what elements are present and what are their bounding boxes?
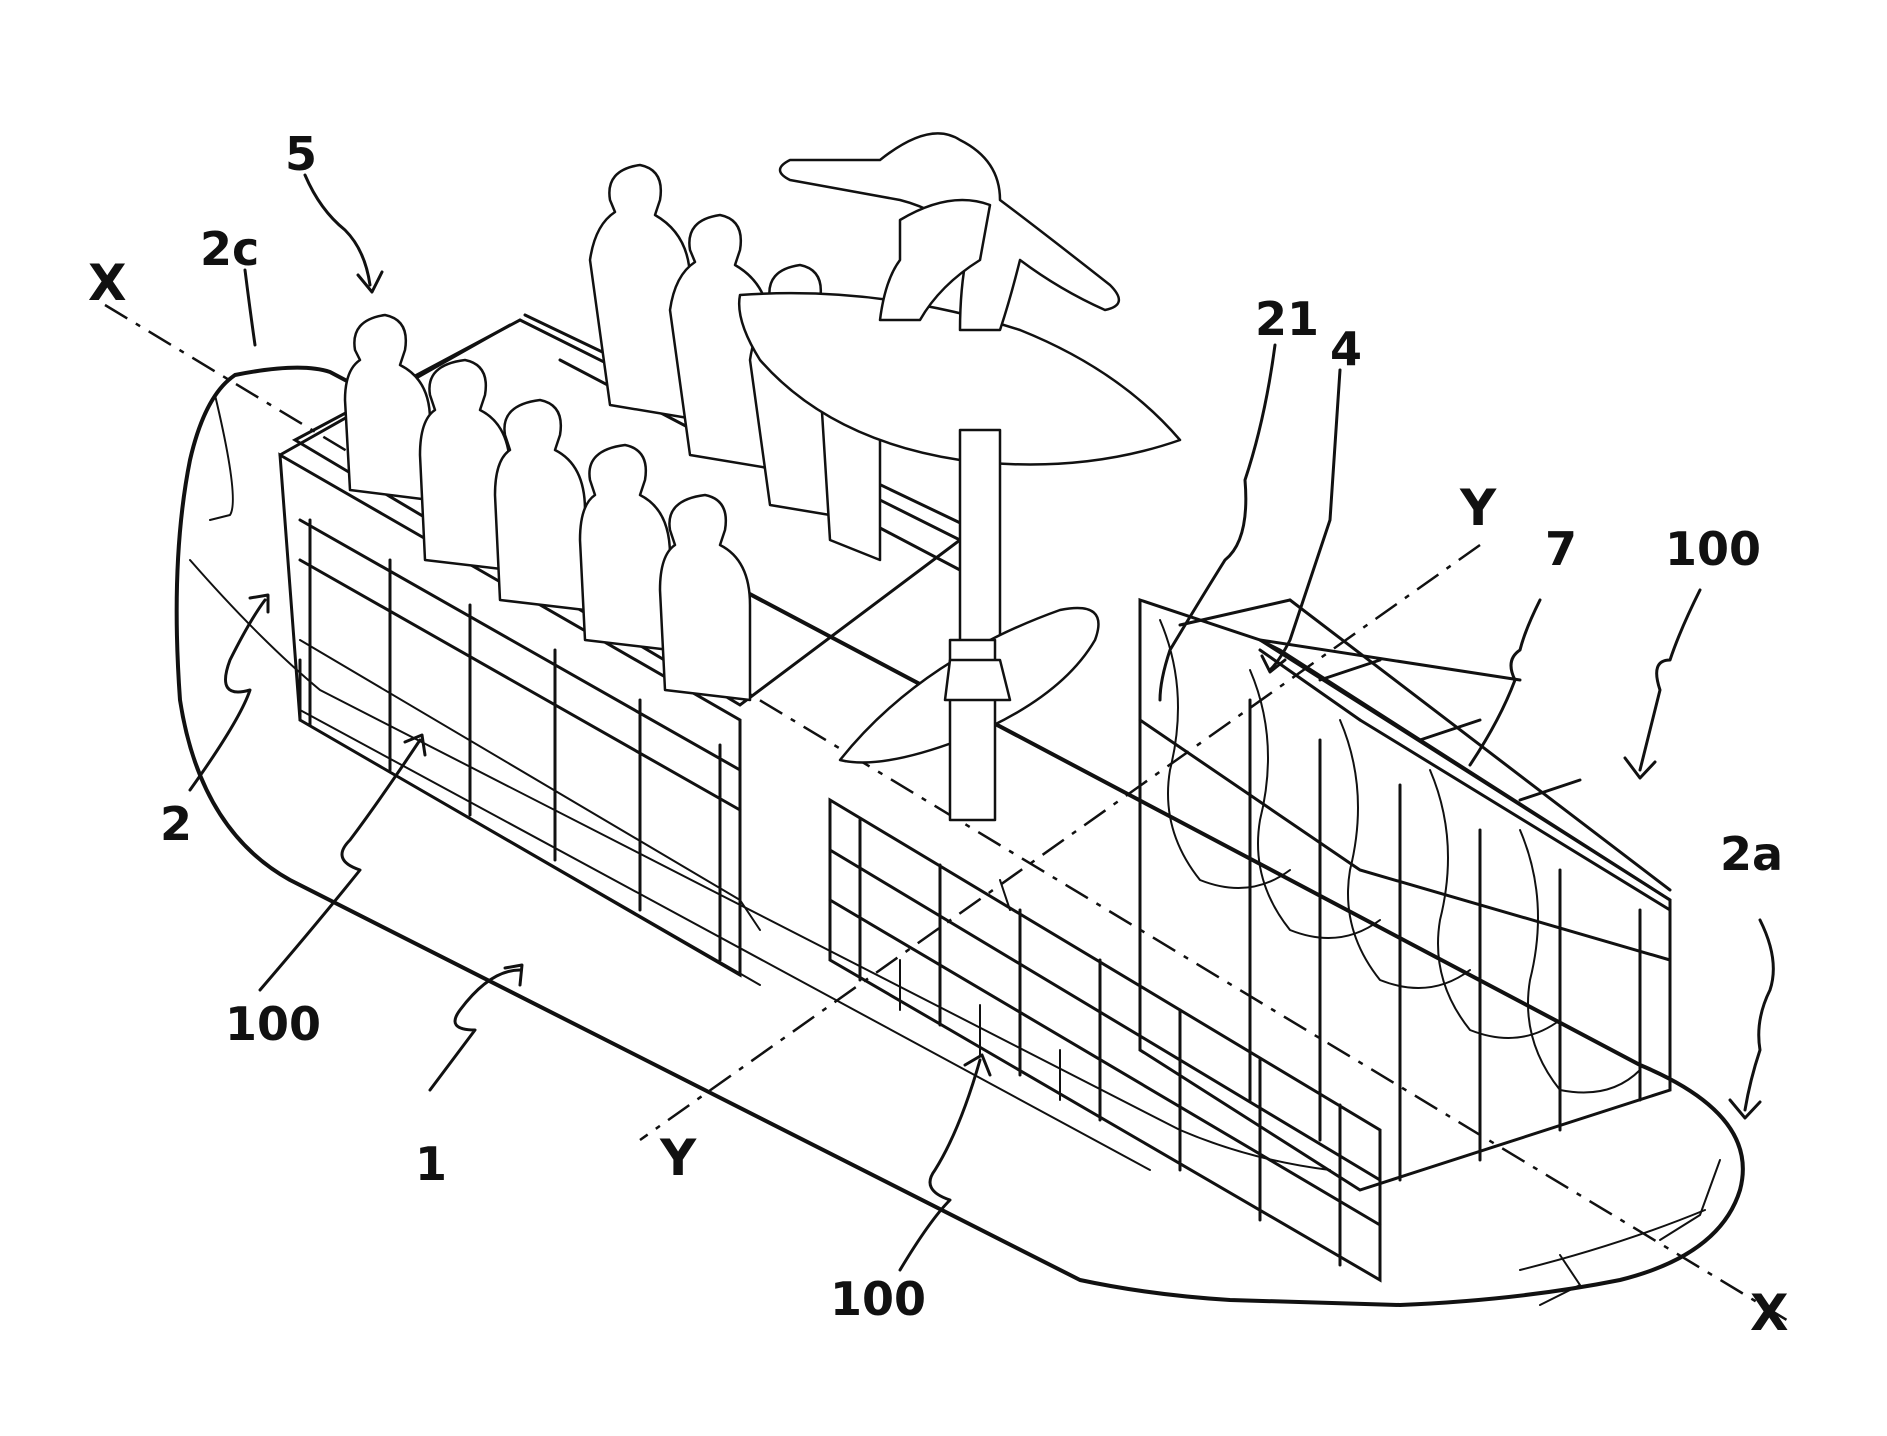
label-axis-x-top: X (88, 254, 127, 312)
label-axis-y-bottom: Y (659, 1129, 697, 1187)
right-module (1140, 600, 1670, 1190)
label-ref-100-right-top: 100 (1665, 522, 1761, 576)
label-axis-x-bottom: X (1750, 1284, 1789, 1342)
label-ref-2a: 2a (1720, 827, 1783, 881)
label-ref-5: 5 (285, 127, 317, 181)
label-ref-21: 21 (1255, 292, 1319, 346)
label-ref-2: 2 (160, 797, 192, 851)
label-ref-2c: 2c (200, 222, 259, 276)
label-ref-100-left: 100 (225, 997, 321, 1051)
label-axis-y-top: Y (1459, 479, 1497, 537)
label-ref-4: 4 (1330, 322, 1362, 376)
label-ref-100-bottom: 100 (830, 1272, 926, 1326)
lower-right-railing (830, 800, 1380, 1280)
label-ref-7: 7 (1545, 522, 1577, 576)
label-ref-1: 1 (415, 1137, 447, 1191)
